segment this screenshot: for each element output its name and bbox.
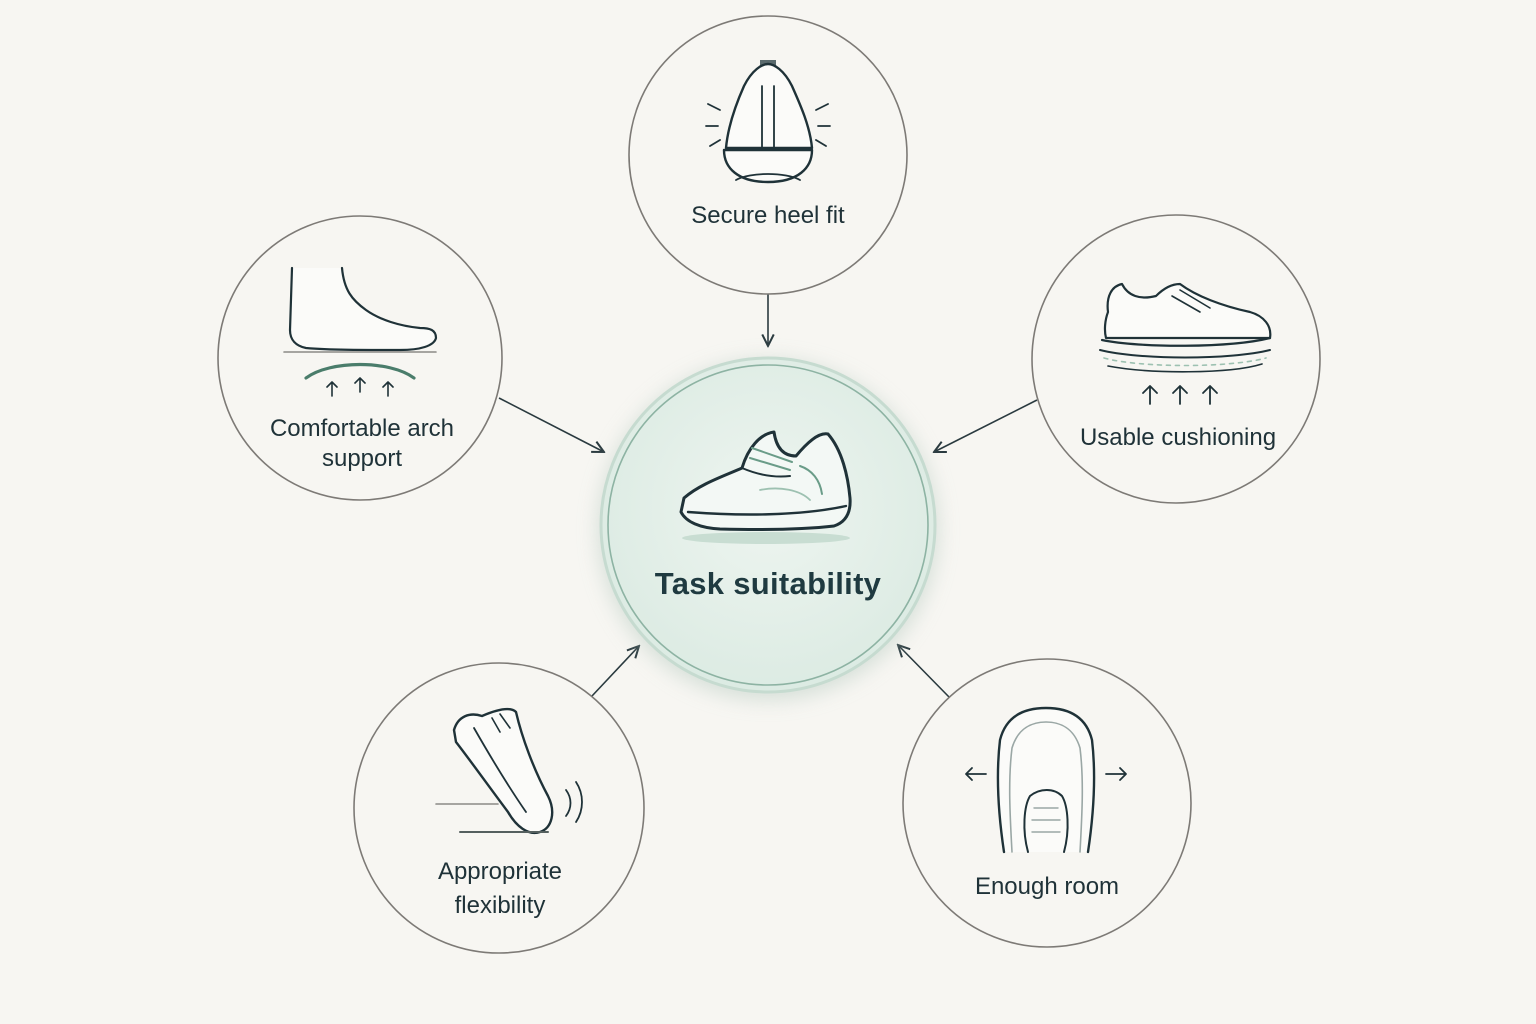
arch-circle bbox=[217, 215, 503, 501]
flexing-shoe-icon bbox=[435, 707, 583, 835]
heel-label: Secure heel fit bbox=[691, 202, 845, 229]
flexibility-label: Appropriate flexibility bbox=[380, 857, 620, 921]
cushioning-label: Usable cushioning bbox=[1079, 424, 1277, 451]
connector-arrows bbox=[498, 292, 1038, 699]
arch-label: Comfortable arch support bbox=[230, 414, 494, 474]
arch-label-line1: Comfortable arch bbox=[269, 415, 455, 442]
flexibility-label-line1: Appropriate bbox=[437, 858, 563, 885]
flexibility-circle bbox=[353, 662, 645, 954]
cushioned-shoe-icon bbox=[1099, 282, 1272, 405]
heel-fit-icon bbox=[705, 60, 831, 184]
cushioning-circle bbox=[1031, 214, 1321, 504]
arrow-room bbox=[898, 645, 951, 699]
arch-support-icon bbox=[283, 266, 438, 397]
arrow-arch bbox=[498, 397, 604, 452]
sneaker-icon bbox=[679, 430, 852, 544]
room-label: Enough room bbox=[974, 873, 1120, 900]
arrow-flexibility bbox=[591, 646, 639, 697]
arrow-cushioning bbox=[934, 399, 1038, 452]
toe-room-icon bbox=[965, 706, 1127, 854]
center-label: Task suitability bbox=[654, 566, 882, 601]
flexibility-label-line2: flexibility bbox=[454, 892, 546, 919]
arch-label-line2: support bbox=[321, 445, 403, 472]
